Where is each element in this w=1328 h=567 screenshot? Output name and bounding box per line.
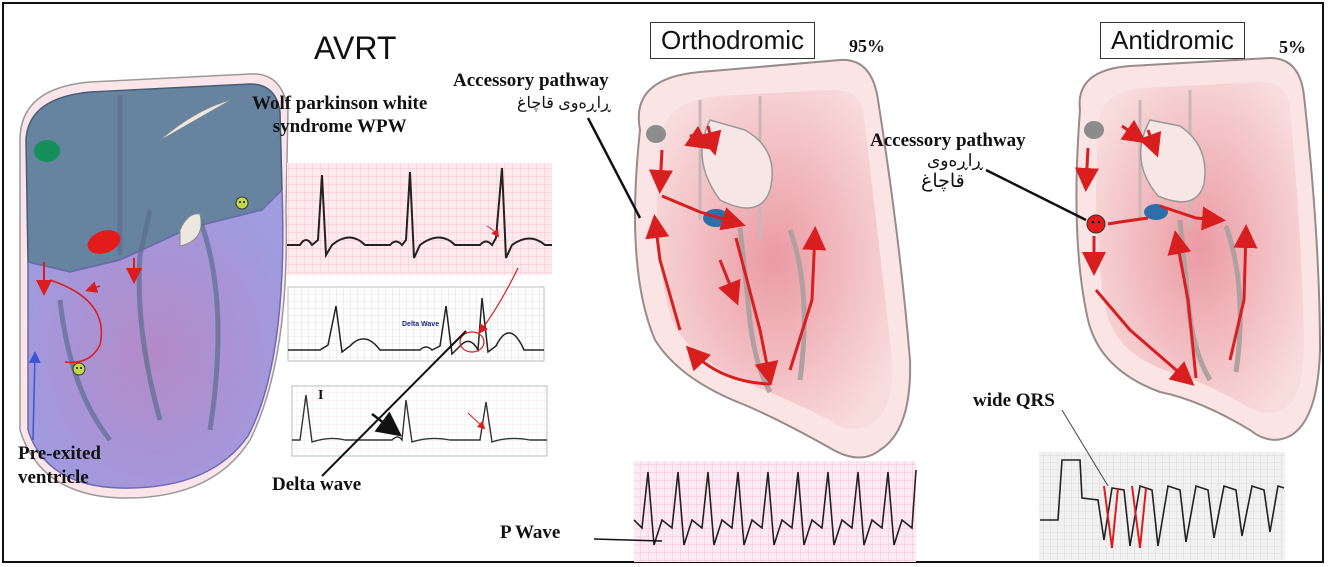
ecg-strip-antidromic <box>1039 452 1285 560</box>
smiley-icon <box>73 363 85 375</box>
accessory-pathway-anti-label: Accessory pathway <box>870 130 1026 152</box>
accessory-pathway-anti-kurdish-2: قاچاغ <box>921 170 965 193</box>
ecg-lead-label: I <box>318 388 323 404</box>
wpw-heart <box>20 74 288 498</box>
delta-wave-label: Delta wave <box>272 474 361 496</box>
sa-node <box>34 140 60 162</box>
pre-exited-label: Pre-exited ventricle <box>18 442 101 490</box>
pre-exited-line2: ventricle <box>18 466 101 490</box>
delta-wave-inset-label: Delta Wave <box>402 321 439 328</box>
pre-exited-line1: Pre-exited <box>18 442 101 466</box>
wpw-label-line1: Wolf parkinson white <box>252 92 427 115</box>
page-title: AVRT <box>314 30 396 67</box>
wide-qrs-label: wide QRS <box>973 390 1055 412</box>
smiley-icon <box>236 197 248 209</box>
orthodromic-label: Orthodromic <box>650 22 815 59</box>
accessory-pathway-ortho-label: Accessory pathway <box>453 70 609 92</box>
antidromic-heart <box>1076 58 1320 440</box>
ecg-strip-orthodromic <box>634 461 916 562</box>
orthodromic-percent: 95% <box>849 36 885 57</box>
accessory-pathway-ortho-kurdish: ڕاڕەوی قاچاغ <box>517 93 611 113</box>
p-wave-label: P Wave <box>500 522 560 544</box>
ecg-strip-wpw-3 <box>292 386 547 456</box>
accessory-pathway-pointer-anti <box>986 170 1086 220</box>
wpw-label: Wolf parkinson white syndrome WPW <box>252 92 427 138</box>
accessory-pathway-pointer-ortho <box>588 118 640 218</box>
ecg-strip-wpw-1 <box>287 163 552 275</box>
accessory-pathway-anti-kurdish-1: ڕاڕەوی <box>927 151 983 171</box>
wpw-label-line2: syndrome WPW <box>252 115 427 138</box>
antidromic-percent: 5% <box>1279 37 1306 58</box>
antidromic-label: Antidromic <box>1100 22 1245 59</box>
orthodromic-heart <box>635 60 910 458</box>
ecg-strip-wpw-2 <box>288 268 544 361</box>
anti-node-icon <box>1087 215 1105 233</box>
